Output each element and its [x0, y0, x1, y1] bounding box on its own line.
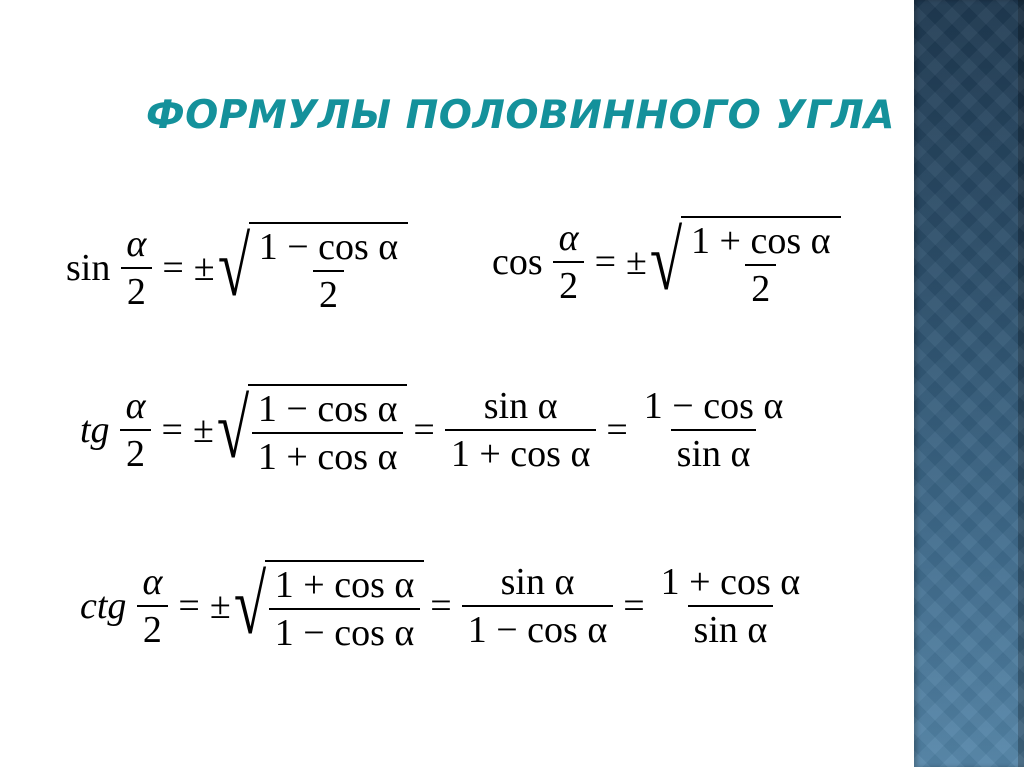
- denominator: 2: [553, 261, 585, 305]
- denominator: 1 + cos α: [251, 432, 404, 476]
- square-root: √ 1 − cos α 2: [215, 222, 409, 314]
- radical-icon: √: [233, 559, 266, 653]
- equals-sign: =: [178, 585, 200, 627]
- equals-sign: =: [413, 409, 435, 451]
- formula-sin-half: sin α 2 = ± √ 1 − cos α 2: [66, 222, 409, 314]
- equals-sign: =: [606, 409, 628, 451]
- denominator: 2: [312, 270, 344, 314]
- slide-title: ФОРМУЛЫ ПОЛОВИННОГО УГЛА: [146, 93, 895, 138]
- numerator: sin α: [500, 561, 575, 603]
- function-name: cos: [492, 241, 543, 283]
- radicand: 1 − cos α 1 + cos α: [247, 384, 408, 476]
- numerator: 1 − cos α: [258, 226, 399, 268]
- radicand: 1 − cos α 2: [248, 222, 409, 314]
- plus-minus-sign: ±: [192, 409, 214, 451]
- radicand: 1 + cos α 1 − cos α: [264, 560, 425, 652]
- half-angle-fraction: α 2: [120, 387, 152, 473]
- fraction-2: sin α 1 − cos α: [461, 561, 614, 649]
- numerator: 1 − cos α: [257, 388, 398, 430]
- denominator: 2: [136, 605, 168, 649]
- plus-minus-sign: ±: [209, 585, 231, 627]
- radical-icon: √: [217, 221, 250, 315]
- fraction-3: 1 + cos α sin α: [655, 563, 807, 649]
- radicand-fraction: 1 + cos α 1 − cos α: [268, 564, 421, 652]
- numerator: 1 + cos α: [274, 564, 415, 606]
- numerator: α: [558, 217, 579, 259]
- function-name: ctg: [80, 585, 127, 627]
- square-root: √ 1 + cos α 1 − cos α: [231, 560, 425, 652]
- equals-sign: =: [161, 409, 183, 451]
- radicand-fraction: 1 − cos α 2: [253, 228, 405, 314]
- numerator: sin α: [483, 385, 558, 427]
- numerator: α: [142, 561, 163, 603]
- radicand: 1 + cos α 2: [681, 216, 841, 308]
- radicand-fraction: 1 − cos α 1 + cos α: [251, 388, 404, 476]
- numerator: α: [125, 385, 146, 427]
- equals-sign: =: [594, 241, 617, 283]
- equals-sign: =: [623, 585, 645, 627]
- denominator: 2: [120, 267, 152, 311]
- equals-sign: =: [430, 585, 452, 627]
- half-angle-fraction: α 2: [553, 219, 585, 305]
- side-band-edge: [1018, 0, 1024, 767]
- denominator: 2: [120, 429, 152, 473]
- numerator: 1 + cos α: [660, 561, 801, 603]
- plus-minus-sign: ±: [193, 247, 215, 289]
- function-name: sin: [66, 247, 111, 289]
- square-root: √ 1 + cos α 2: [647, 216, 841, 308]
- denominator: 1 + cos α: [444, 429, 597, 473]
- fraction-2: sin α 1 + cos α: [444, 385, 597, 473]
- square-root: √ 1 − cos α 1 + cos α: [214, 384, 408, 476]
- equals-sign: =: [162, 247, 184, 289]
- decorative-side-band: [914, 0, 1024, 767]
- half-angle-fraction: α 2: [120, 225, 152, 311]
- plus-minus-sign: ±: [626, 241, 647, 283]
- radicand-fraction: 1 + cos α 2: [685, 222, 837, 308]
- numerator: 1 + cos α: [691, 220, 831, 262]
- fraction-3: 1 − cos α sin α: [638, 387, 790, 473]
- radical-icon: √: [216, 383, 250, 477]
- formula-tg-half: tg α 2 = ± √ 1 − cos α 1 + cos α = sin α…: [80, 384, 793, 476]
- denominator: 2: [745, 264, 777, 308]
- function-name: tg: [80, 409, 110, 451]
- formula-ctg-half: ctg α 2 = ± √ 1 + cos α 1 − cos α = sin …: [80, 560, 810, 652]
- radical-icon: √: [649, 215, 683, 309]
- denominator: 1 − cos α: [461, 605, 614, 649]
- numerator: α: [126, 223, 147, 265]
- denominator: 1 − cos α: [268, 608, 421, 652]
- numerator: 1 − cos α: [643, 385, 784, 427]
- denominator: sin α: [670, 429, 757, 473]
- slide-canvas: ФОРМУЛЫ ПОЛОВИННОГО УГЛА sin α 2 = ± √ 1…: [66, 93, 895, 652]
- half-angle-fraction: α 2: [136, 563, 168, 649]
- denominator: sin α: [687, 605, 774, 649]
- formula-cos-half: cos α 2 = ± √ 1 + cos α 2: [492, 216, 841, 308]
